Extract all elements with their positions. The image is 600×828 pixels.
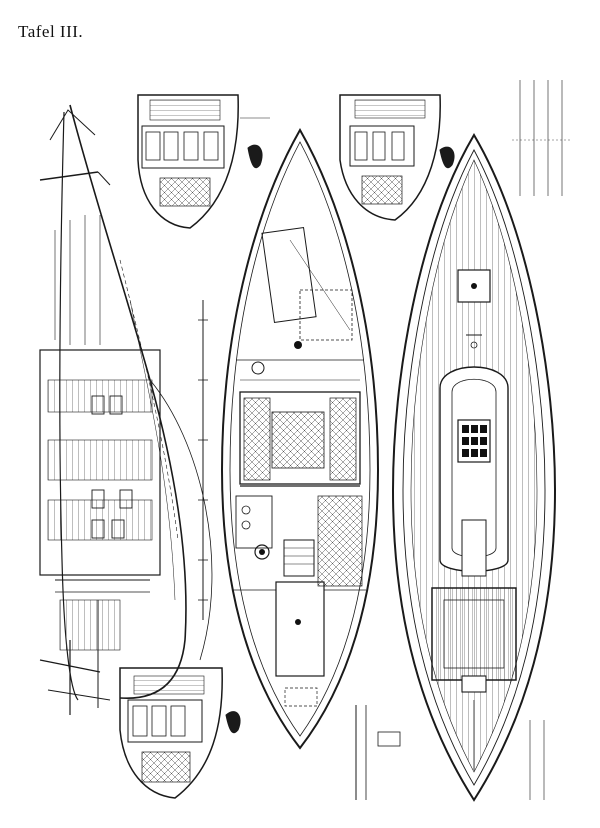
cross-section-top-left xyxy=(137,94,270,229)
cross-section-bottom-left xyxy=(119,667,241,799)
accommodation-plan xyxy=(220,127,401,750)
plate-title: Tafel III. xyxy=(18,22,84,41)
deck-plan xyxy=(391,133,557,802)
cross-section-top-right xyxy=(339,94,455,221)
side-elevation xyxy=(39,104,213,715)
dimension-table xyxy=(512,80,570,196)
title-cartouche xyxy=(355,705,545,800)
